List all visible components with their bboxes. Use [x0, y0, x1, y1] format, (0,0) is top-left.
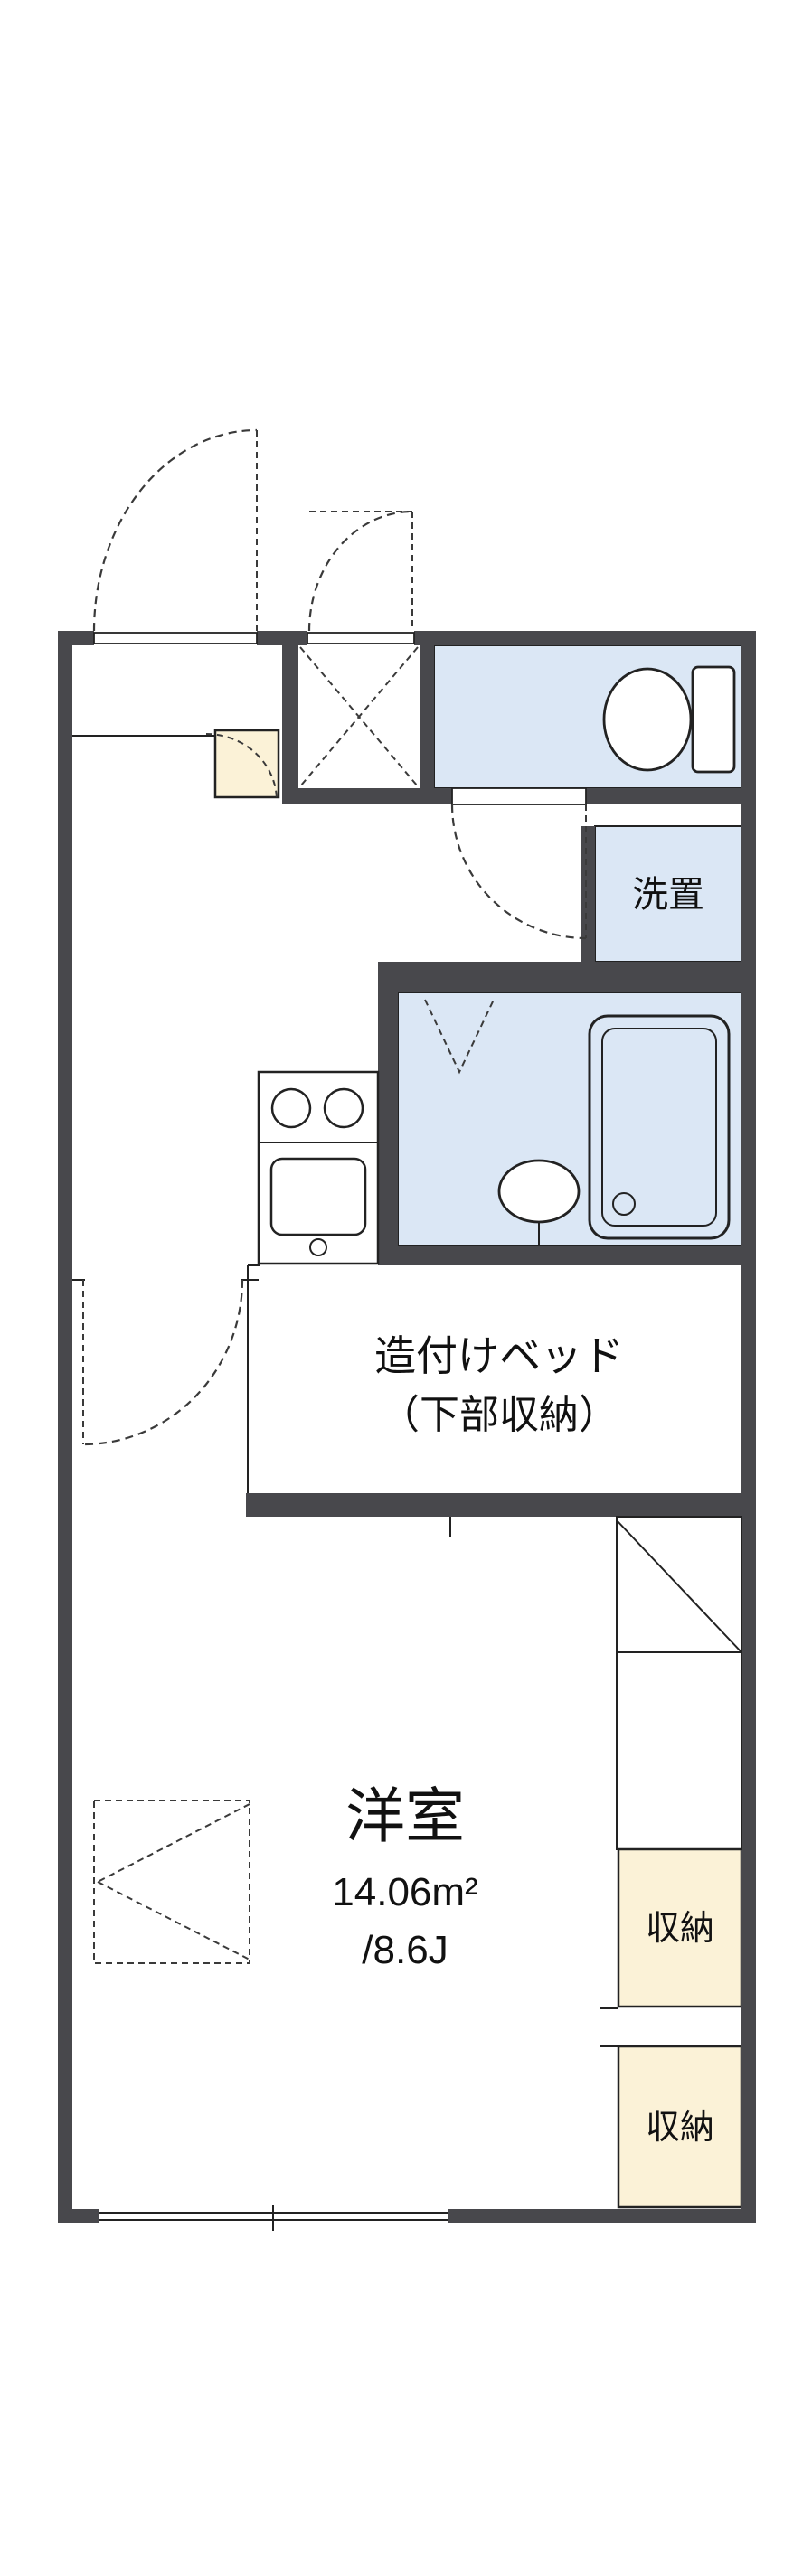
- bathroom-bottom-wall: [378, 1246, 756, 1265]
- kitchen-sink: [269, 1157, 367, 1236]
- room-door-swing-arc: [82, 1279, 244, 1446]
- door-openings: [93, 632, 587, 805]
- hall-wall-left: [282, 788, 452, 804]
- sub-door-opening: [307, 632, 415, 644]
- bottom-wall-right: [448, 2209, 756, 2223]
- entry-door-swing-arc: [92, 428, 258, 632]
- room-area-m2-label: 14.06m²: [332, 1870, 477, 1914]
- bathtub-inner: [601, 1028, 717, 1227]
- utility-column: [616, 1516, 742, 1850]
- entry-closet-right-wall: [420, 645, 434, 788]
- toilet-bowl: [602, 667, 693, 772]
- bathroom-top-wall: [378, 962, 756, 992]
- toilet-door-opening: [451, 787, 587, 805]
- entry-closet-cross-2: [299, 646, 419, 787]
- entry-step: [213, 729, 280, 799]
- storage-upper-label: 収納: [646, 1910, 714, 1948]
- door-swings: [82, 428, 587, 1964]
- bathtub-drain: [612, 1192, 636, 1216]
- toilet-door-swing-arc: [450, 804, 587, 940]
- laundry-room: [594, 825, 742, 963]
- bed-label-line1: 造付けベッド: [374, 1332, 624, 1379]
- sub-door-swing-arc: [307, 510, 413, 632]
- alcove-chevron-upper: [97, 1803, 250, 1883]
- entry-partition-wall: [282, 645, 298, 804]
- labels: 洗置 造付けベッド （下部収納） 洋室 14.06m² /8.6J 収納 収納: [332, 875, 714, 2147]
- walls: [58, 631, 756, 2223]
- bath-washbasin: [497, 1159, 581, 1224]
- laundry-left-wall: [581, 826, 595, 962]
- entry-door-opening: [93, 632, 258, 644]
- bathtub: [588, 1014, 731, 1240]
- storage-lower-box: [617, 2045, 743, 2209]
- top-wall-mid: [257, 631, 307, 645]
- alcove-chevron-lower: [97, 1881, 250, 1960]
- bed-bottom-wall: [246, 1493, 756, 1517]
- left-wall: [58, 631, 72, 2223]
- bath-door-fold: [424, 999, 495, 1075]
- toilet-tank: [691, 665, 736, 774]
- hall-wall-right: [586, 788, 756, 804]
- utility-diagonal: [616, 1519, 742, 1653]
- fixtures: [72, 665, 742, 2231]
- alcove-outline: [93, 1800, 250, 1964]
- storage-lower-label: 収納: [646, 2109, 714, 2147]
- bottom-wall-left-stub: [58, 2209, 99, 2223]
- room-name-label: 洋室: [345, 1782, 465, 1849]
- laundry-label: 洗置: [632, 875, 704, 915]
- kitchen-unit: [257, 1070, 380, 1265]
- entry-step-door-swing: [205, 733, 278, 802]
- stove-burner-left: [270, 1087, 312, 1129]
- bed-label-line2: （下部収納）: [380, 1393, 618, 1437]
- bathroom-left-wall: [378, 992, 398, 1265]
- right-wall: [741, 631, 756, 2223]
- room-area-jo-label: /8.6J: [362, 1928, 448, 1972]
- top-wall-right: [414, 631, 756, 645]
- sink-faucet: [309, 1238, 327, 1256]
- stove-burner-right: [323, 1087, 364, 1129]
